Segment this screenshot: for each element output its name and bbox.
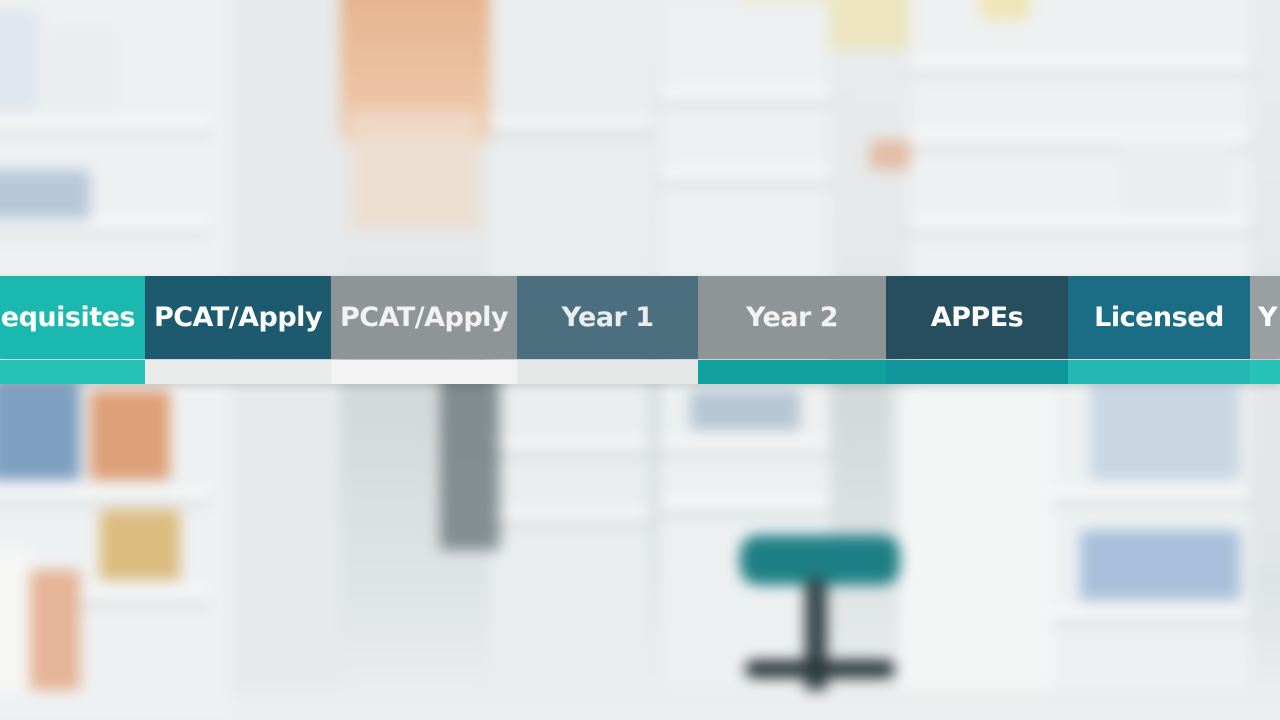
timeline-step-pcat-apply: PCAT/Apply [145,276,331,384]
step-progress-bar [0,360,145,384]
step-label: Licensed [1068,276,1250,359]
step-label: Year 2 [698,276,886,359]
timeline-step-prerequisites: equisites [0,276,145,384]
timeline-step-licensed: Licensed [1068,276,1250,384]
step-label: Year 1 [517,276,698,359]
step-progress-bar [698,360,886,384]
pharmacy-career-timeline: equisites PCAT/Apply PCAT/Apply Year 1 Y… [0,276,1280,384]
step-progress-bar [145,360,331,384]
timeline-step-year-2: Year 2 [698,276,886,384]
timeline-step-year-1: Year 1 [517,276,698,384]
step-label: PCAT/Apply [145,276,331,359]
step-label: Y [1250,276,1280,359]
step-progress-bar [517,360,698,384]
step-label: PCAT/Apply [331,276,517,359]
timeline-step-pcat-apply-2: PCAT/Apply [331,276,517,384]
step-label: equisites [0,276,145,359]
step-progress-bar [1250,360,1280,384]
timeline-step-appes: APPEs [886,276,1068,384]
step-progress-bar [1068,360,1250,384]
step-label: APPEs [886,276,1068,359]
timeline-step-next: Y [1250,276,1280,384]
step-progress-bar [331,360,517,384]
step-progress-bar [886,360,1068,384]
